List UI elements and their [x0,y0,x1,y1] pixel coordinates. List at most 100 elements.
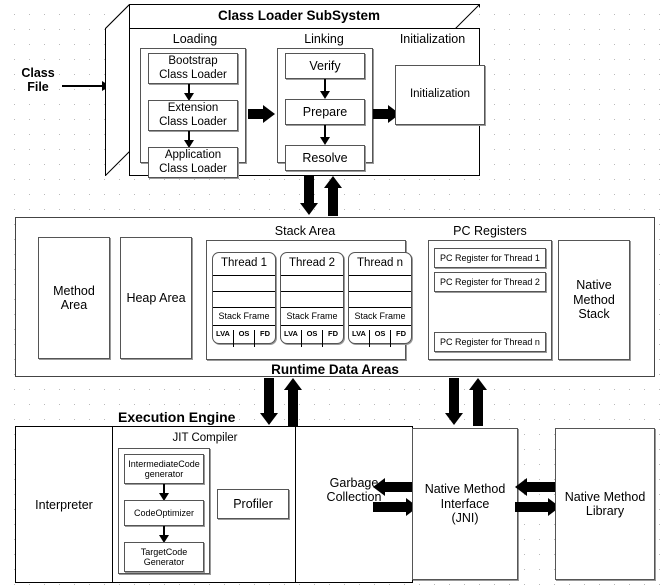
thread-n-stack-frame-label: Stack Frame [354,311,406,321]
pc-register-thread-n-box[interactable]: PC Register for Thread n [434,332,546,352]
classloader-to-runtime-arrow-down [298,176,320,216]
class-file-to-classloader-arrow [62,80,110,92]
thread-2-empty-slot-2 [281,291,343,307]
thread-n-label: Thread n [356,257,404,269]
intermediate-code-generator-line1: IntermediateCode [128,458,200,469]
execution-engine-box [15,426,413,583]
bootstrap-class-loader-box[interactable]: Bootstrap Class Loader [148,53,238,84]
thread-2-empty-slot-1 [281,275,343,291]
prepare-to-resolve-arrow [319,125,331,145]
runtime-to-engine-arrow-down [258,378,280,426]
thread-1-label: Thread 1 [220,257,268,269]
pc-register-thread-1-label: PC Register for Thread 1 [440,252,540,263]
extension-to-application-arrow [183,131,195,148]
thread-2-part-os: OS [301,329,322,347]
class-file-label-line2: File [27,80,49,95]
application-class-loader-box[interactable]: Application Class Loader [148,147,238,178]
pc-register-thread-2-box[interactable]: PC Register for Thread 2 [434,272,546,292]
initialization-label: Initialization [409,88,471,101]
bootstrap-to-extension-arrow [183,84,195,101]
native-method-library-line2: Library [585,504,625,518]
jni-line2: Interface [440,496,490,511]
class-loader-subsystem-title: Class Loader SubSystem [217,8,381,23]
thread-1-empty-slot-2 [213,291,275,307]
runtime-to-classloader-arrow-up [322,176,344,216]
heap-area-label: Heap Area [126,290,186,305]
library-to-jni-arrow-left [515,477,561,497]
verify-to-prepare-arrow [319,79,331,99]
thread-n-empty-slot-1 [349,275,411,291]
thread-2-box[interactable]: Thread 2 Stack Frame LVA OS FD [280,252,344,347]
thread-1-box[interactable]: Thread 1 Stack Frame LVA OS FD [212,252,276,347]
thread-n-box[interactable]: Thread n Stack Frame LVA OS FD [348,252,412,347]
initialization-box[interactable]: Initialization [395,65,485,125]
thread-n-part-fd: FD [390,329,411,347]
class-file-label-line1: Class [21,66,55,80]
thread-1-part-fd: FD [254,329,275,347]
verify-box[interactable]: Verify [285,53,365,79]
method-area-line1: Method [53,283,95,298]
pc-register-thread-2-label: PC Register for Thread 2 [440,276,540,287]
intermediate-to-optimizer-arrow [158,484,170,501]
jni-line3: (JNI) [451,511,479,526]
pc-register-thread-n-label: PC Register for Thread n [440,336,540,347]
profiler-label: Profiler [233,496,273,511]
engine-to-runtime-arrow-up [282,378,304,426]
pc-register-thread-1-box[interactable]: PC Register for Thread 1 [434,248,546,268]
native-method-library-box[interactable]: Native Method Library [555,428,655,580]
thread-1-part-os: OS [233,329,254,347]
native-method-interface-box[interactable]: Native Method Interface (JNI) [412,428,518,580]
jni-to-runtime-arrow-up [467,378,489,426]
code-optimizer-box[interactable]: CodeOptimizer [124,500,204,526]
application-class-loader-line1: Application [164,149,222,162]
jit-compiler-title: JIT Compiler [172,432,238,444]
thread-1-stack-frame-label: Stack Frame [218,311,270,321]
native-method-stack-line1: Native [576,278,612,293]
thread-2-part-lva: LVA [284,329,298,338]
native-method-stack-box[interactable]: Native Method Stack [558,240,630,360]
thread-n-part-os: OS [369,329,390,347]
thread-n-frame-parts: LVA OS FD [349,325,411,347]
extension-class-loader-line2: Class Loader [159,115,227,128]
profiler-box[interactable]: Profiler [217,489,289,519]
optimizer-to-target-arrow [158,526,170,543]
garbage-collection-line2: Collection [326,490,382,505]
class-loader-3d-shell-icon [105,4,480,176]
thread-2-frame-parts: LVA OS FD [281,325,343,347]
target-code-generator-box[interactable]: TargetCode Generator [124,542,204,572]
phase-label-initialization: Initialization [399,32,466,46]
bootstrap-class-loader-line2: Class Loader [159,68,227,81]
thread-2-stack-frame: Stack Frame [281,307,343,325]
execution-engine-divider-2 [295,426,296,583]
prepare-box[interactable]: Prepare [285,99,365,125]
code-optimizer-label: CodeOptimizer [133,507,195,518]
runtime-data-areas-title: Runtime Data Areas [271,362,399,377]
thread-2-part-fd: FD [322,329,343,347]
thread-n-stack-frame: Stack Frame [349,307,411,325]
method-area-box[interactable]: Method Area [38,237,110,359]
intermediate-code-generator-box[interactable]: IntermediateCode generator [124,454,204,484]
target-code-generator-line2: Generator [143,557,185,567]
resolve-box[interactable]: Resolve [285,145,365,171]
target-code-generator-line1: TargetCode [140,546,188,557]
pc-registers-title: PC Registers [453,224,527,238]
execution-engine-title: Execution Engine [118,409,236,425]
phase-label-loading: Loading [172,32,218,46]
native-method-stack-line2: Method [573,292,615,307]
extension-class-loader-box[interactable]: Extension Class Loader [148,100,238,131]
method-area-line2: Area [60,298,88,312]
native-method-stack-line3: Stack [578,307,610,322]
thread-2-label: Thread 2 [288,257,336,269]
interpreter-label[interactable]: Interpreter [35,498,93,512]
intermediate-code-generator-line2: generator [144,469,184,479]
garbage-collection-label[interactable]: Garbage Collection [297,476,411,505]
thread-n-empty-slot-2 [349,291,411,307]
heap-area-box[interactable]: Heap Area [120,237,192,359]
thread-1-stack-frame: Stack Frame [213,307,275,325]
phase-label-linking: Linking [304,32,344,46]
class-file-label: Class File [8,66,68,95]
loading-to-linking-arrow [248,104,275,124]
runtime-to-jni-arrow-down [443,378,465,426]
execution-engine-divider-1 [112,426,113,583]
